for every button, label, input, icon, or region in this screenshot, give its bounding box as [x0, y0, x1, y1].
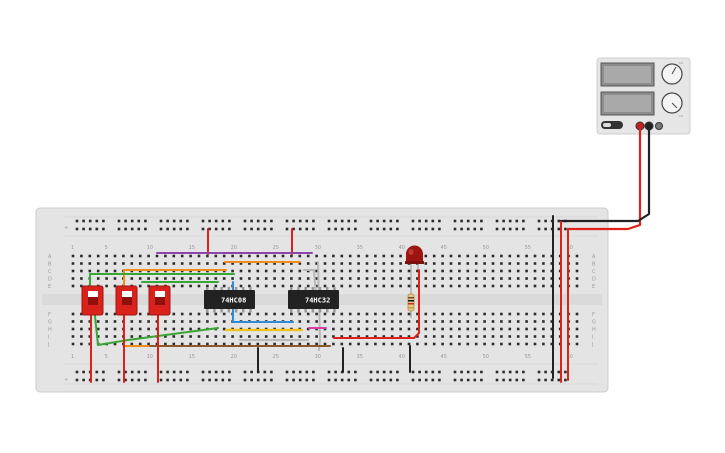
column-label: 40	[399, 245, 405, 251]
row-label: C	[48, 269, 52, 275]
cv-label: CV	[679, 114, 684, 118]
column-label: 1	[71, 354, 74, 360]
column-label: 20	[231, 354, 237, 360]
slide-switch-2[interactable]	[115, 285, 138, 316]
column-label: 60	[567, 245, 573, 251]
bottom-rail-plus: +	[64, 377, 68, 383]
column-label: 5	[105, 354, 108, 360]
slide-switches[interactable]	[81, 285, 171, 316]
column-label: 50	[483, 245, 489, 251]
chip-74hc08-label: 74HC08	[221, 297, 246, 305]
column-label: 30	[315, 354, 321, 360]
row-label: H	[48, 327, 52, 333]
row-label: H	[592, 327, 596, 333]
red-output-wire	[333, 269, 420, 339]
power-supply[interactable]: CC CV	[596, 57, 691, 135]
column-label: 40	[399, 354, 405, 360]
column-label: 50	[483, 354, 489, 360]
led[interactable]	[405, 245, 424, 291]
row-label: G	[48, 320, 52, 326]
row-label: E	[592, 284, 595, 290]
column-labels: 1155101015152020252530303535404045455050…	[71, 245, 573, 360]
column-label: 5	[105, 245, 108, 251]
row-label: I	[48, 335, 49, 341]
column-label: 15	[189, 245, 195, 251]
slide-switch-1[interactable]	[81, 285, 104, 316]
chip-74hc08[interactable]: 74HC08	[204, 287, 255, 313]
row-label: F	[592, 312, 595, 318]
column-label: 55	[525, 245, 531, 251]
row-label: B	[592, 262, 596, 268]
green-wire-3	[94, 315, 219, 346]
row-label: B	[48, 262, 52, 268]
row-label: I	[592, 335, 593, 341]
gray-wire-2	[303, 269, 317, 297]
row-label: E	[48, 284, 51, 290]
column-label: 35	[357, 245, 363, 251]
column-label: 1	[71, 245, 74, 251]
black-psu-wire	[559, 128, 651, 223]
red-psu-wire	[566, 128, 642, 231]
top-rail-plus: +	[64, 225, 68, 231]
row-label: D	[592, 277, 596, 283]
cc-label: CC	[679, 61, 683, 65]
row-label: J	[47, 342, 49, 348]
green-wire-1	[89, 273, 235, 291]
row-label: J	[591, 342, 593, 348]
column-label: 20	[231, 245, 237, 251]
column-label: 10	[147, 354, 153, 360]
row-label: A	[592, 254, 596, 260]
resistor[interactable]	[407, 287, 415, 318]
chip-74hc32[interactable]: 74HC32	[288, 287, 339, 313]
column-label: 35	[357, 354, 363, 360]
column-label: 60	[567, 354, 573, 360]
row-label: G	[592, 320, 596, 326]
slide-switch-3[interactable]	[148, 285, 171, 316]
chip-74hc32-label: 74HC32	[305, 297, 330, 305]
row-label: C	[592, 269, 596, 275]
column-label: 25	[273, 245, 279, 251]
column-label: 25	[273, 354, 279, 360]
row-label: D	[48, 277, 52, 283]
row-label: A	[48, 254, 52, 260]
ground-terminal[interactable]	[655, 122, 663, 130]
column-label: 45	[441, 354, 447, 360]
negative-terminal[interactable]	[644, 121, 654, 131]
column-label: 45	[441, 245, 447, 251]
positive-terminal[interactable]	[635, 121, 645, 131]
column-label: 30	[315, 245, 321, 251]
column-label: 10	[147, 245, 153, 251]
row-label: F	[48, 312, 51, 318]
column-label: 15	[189, 354, 195, 360]
column-label: 55	[525, 354, 531, 360]
